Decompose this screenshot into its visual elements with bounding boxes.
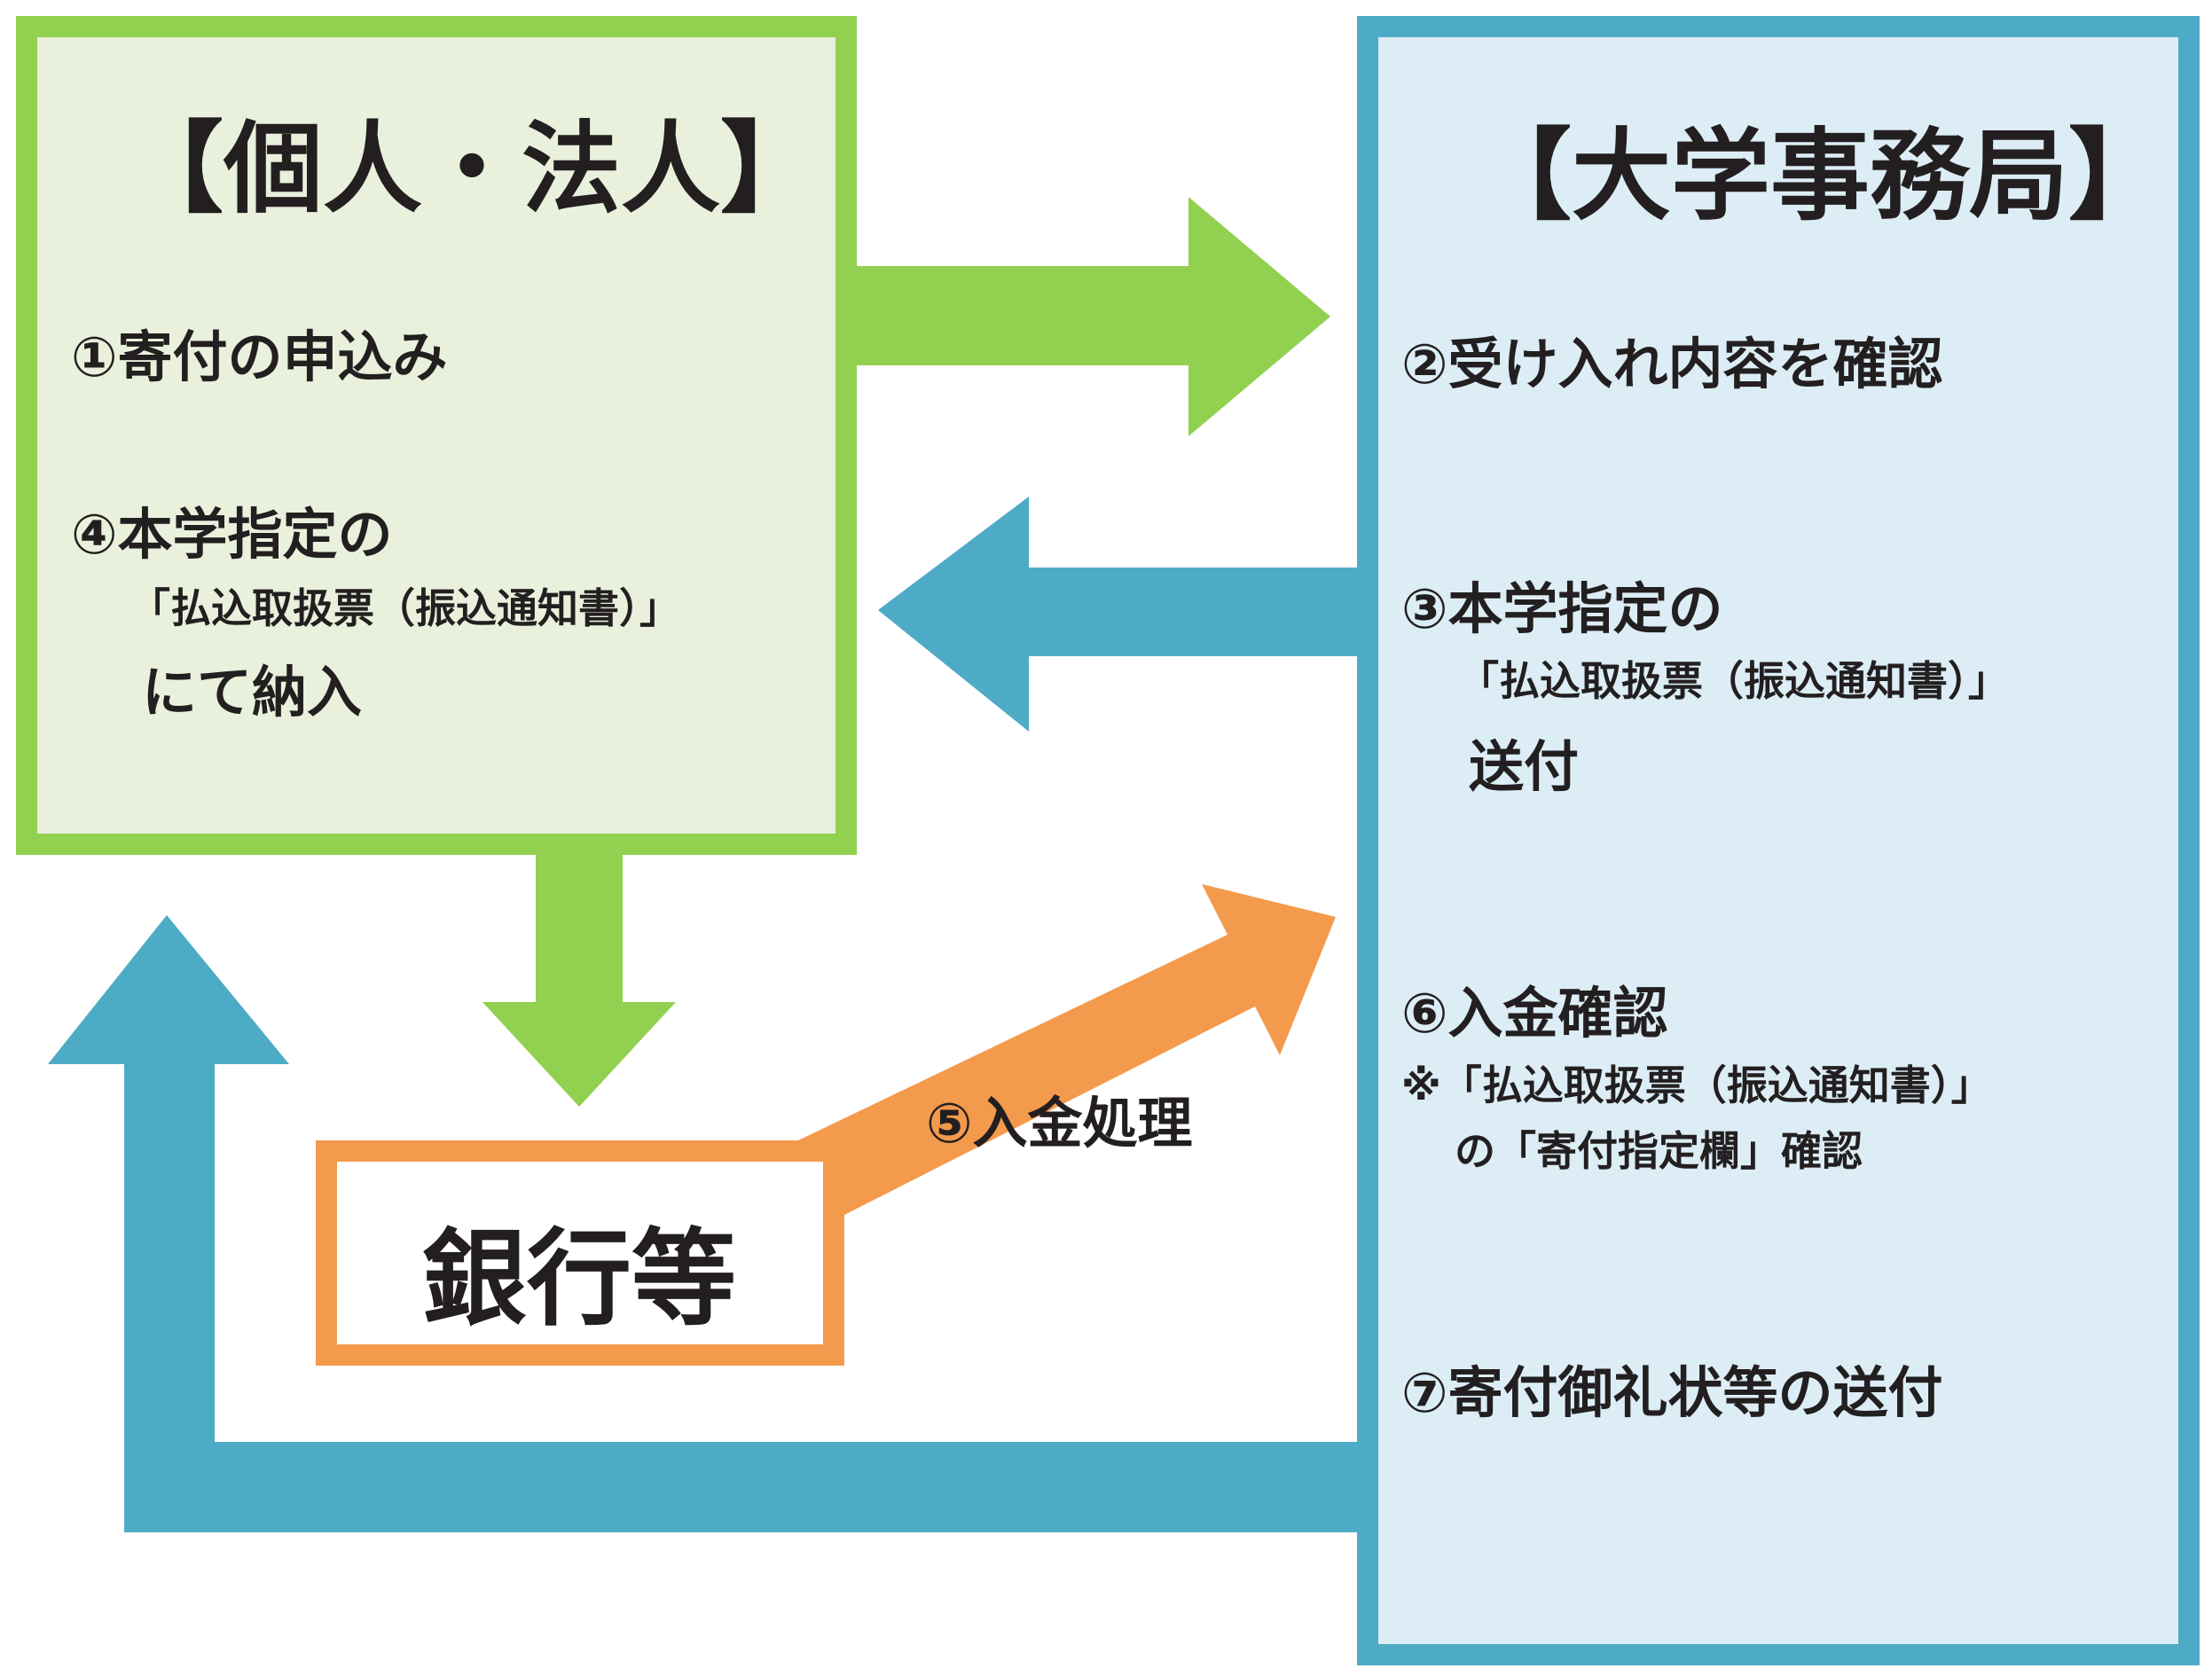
arrow-deposit (798, 884, 1336, 1215)
step-2-confirm: ②受け入れ内容を確認 (1401, 332, 1943, 396)
step-6-line3: の「寄付指定欄」確認 (1455, 1127, 1863, 1175)
person-box (16, 16, 857, 855)
step-4-line1: ④本学指定の (71, 502, 393, 567)
office-box (1357, 16, 2200, 1665)
step-5-deposit: ⑤入金処理 (926, 1091, 1193, 1155)
step-6-line1: ⑥入金確認 (1401, 981, 1668, 1046)
arrow-thanks-letter (48, 915, 1357, 1532)
step-7-thanks: ⑦寄付御礼状等の送付 (1401, 1360, 1943, 1425)
arrow-payment (482, 855, 676, 1107)
step-3-line1: ③本学指定の (1401, 576, 1723, 641)
bank-label: 銀行等 (422, 1218, 737, 1340)
step-1-apply: ①寄付の申込み (71, 325, 448, 389)
step-3-line3: 送付 (1469, 734, 1580, 799)
step-4-line2: 「払込取扱票（振込通知書）」 (129, 584, 680, 632)
step-6-line2: ※「払込取扱票（振込通知書）」 (1401, 1061, 1992, 1109)
person-title: 【個人・法人】 (124, 112, 820, 227)
step-4-line3: にて納入 (142, 660, 363, 724)
bank-box (316, 1140, 844, 1366)
step-3-line2: 「払込取扱票（振込通知書）」 (1458, 657, 2009, 705)
office-title: 【大学事務局】 (1472, 119, 2168, 234)
arrow-apply (857, 197, 1330, 436)
arrow-send-form (878, 497, 1357, 732)
